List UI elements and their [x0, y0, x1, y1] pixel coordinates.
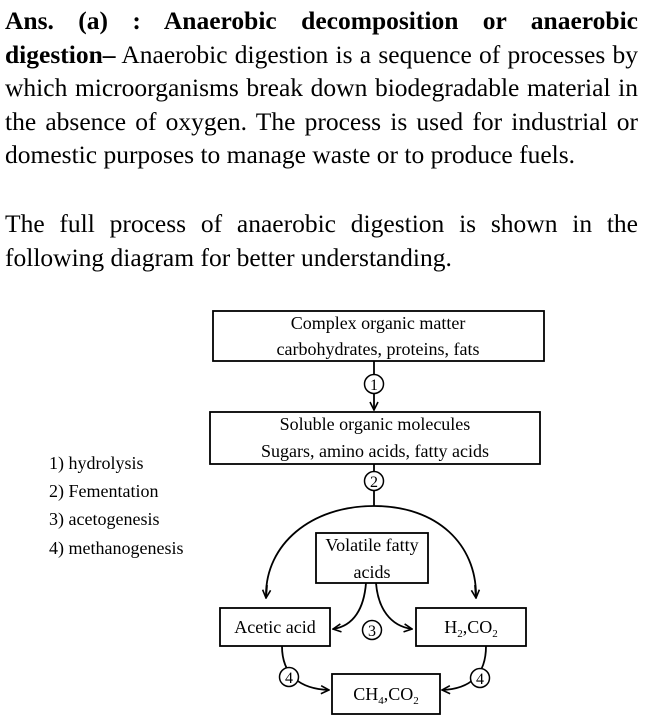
volatile-fatty-acids-box: Volatile fatty acids — [315, 532, 429, 584]
soluble-organic-molecules-box: Soluble organic molecules Sugars, amino … — [209, 411, 541, 465]
step3-marker: 3 — [361, 619, 383, 641]
ch4-co2-label: CH4,CO2 — [353, 684, 419, 707]
answer-paragraph: Ans. (a) : Anaerobic decomposition or an… — [5, 4, 638, 172]
complex-organic-matter-box: Complex organic matter carbohydrates, pr… — [212, 310, 545, 362]
step2-marker: 2 — [363, 470, 385, 492]
step4-marker-left: 4 — [278, 666, 300, 688]
acetic-acid-box: Acetic acid — [219, 607, 331, 647]
h2-co2-box: H2,CO2 — [415, 607, 527, 647]
svg-text:4: 4 — [476, 671, 484, 688]
vfa-line2: acids — [354, 562, 391, 582]
svg-text:2: 2 — [370, 474, 378, 491]
svg-text:3: 3 — [368, 623, 376, 640]
step3-arrow-left — [333, 582, 367, 629]
svg-text:1: 1 — [370, 377, 378, 394]
steps-legend: 1) hydrolysis 2) Fementation 3) acetogen… — [49, 453, 183, 559]
soluble-line2: Sugars, amino acids, fatty acids — [261, 441, 489, 461]
vfa-line1: Volatile fatty — [325, 535, 418, 555]
ch4-co2-box: CH4,CO2 — [331, 673, 441, 715]
legend-item: 3) acetogenesis — [49, 509, 159, 530]
soluble-line1: Soluble organic molecules — [280, 414, 471, 434]
step4-marker-right: 4 — [469, 667, 491, 689]
legend-item: 1) hydrolysis — [49, 453, 144, 474]
complex-line1: Complex organic matter — [291, 313, 466, 333]
legend-item: 4) methanogenesis — [49, 538, 183, 559]
diagram-intro: The full process of anaerobic digestion … — [5, 209, 638, 272]
acetic-label: Acetic acid — [234, 617, 315, 637]
arc-arrow-left — [266, 584, 267, 598]
svg-text:4: 4 — [285, 670, 293, 687]
arc-arrow-right — [475, 584, 476, 598]
step1-marker: 1 — [363, 373, 385, 395]
h2-co2-label: H2,CO2 — [444, 617, 498, 640]
fermentation-arc — [265, 505, 477, 596]
complex-line2: carbohydrates, proteins, fats — [277, 339, 480, 359]
answer-heading: Ans. (a) : Anaerobic decomposition or an… — [5, 6, 638, 69]
answer-definition: Anaerobic digestion is a sequence of pro… — [5, 39, 638, 170]
legend-item: 2) Fementation — [49, 481, 158, 502]
step3-arrow-right — [375, 582, 412, 629]
